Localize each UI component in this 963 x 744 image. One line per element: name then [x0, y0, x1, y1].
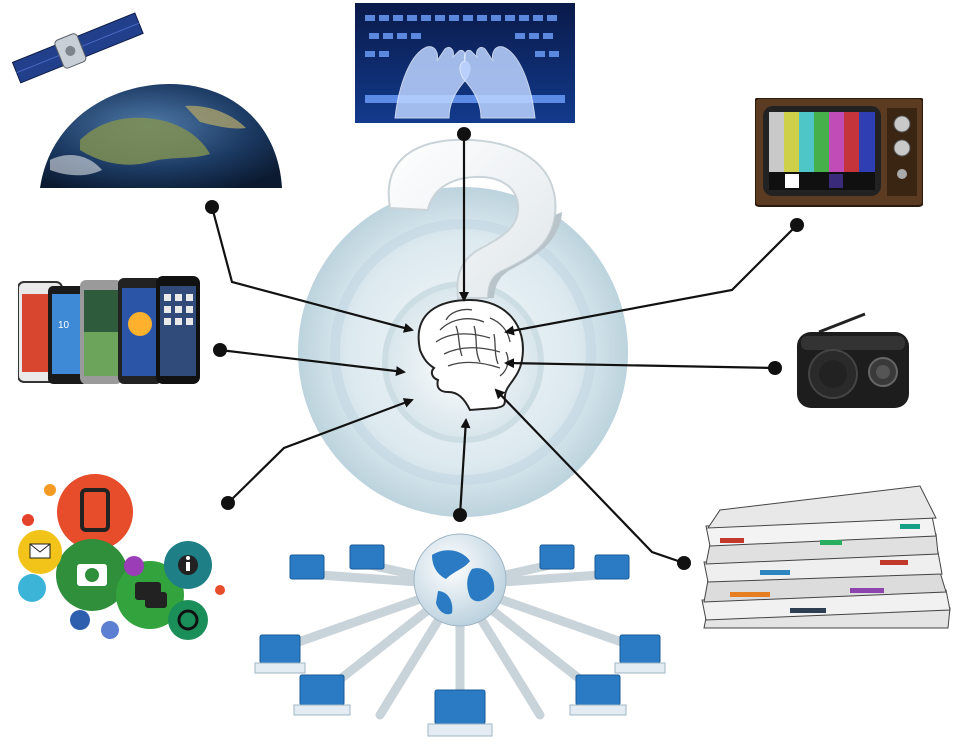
arrow-social-media — [227, 398, 414, 504]
arrow-television — [504, 224, 798, 336]
question-mark-icon — [387, 138, 562, 299]
globe-network-icon — [254, 533, 666, 737]
head-brain-icon — [417, 298, 524, 412]
arrows — [205, 127, 804, 570]
arrow-radio — [504, 358, 776, 370]
arrow-newspapers — [494, 388, 685, 565]
smartphones-icon: 10 — [18, 276, 200, 384]
arrow-smartphones — [219, 348, 406, 377]
arrow-satellite — [210, 206, 414, 333]
television-icon — [755, 98, 923, 207]
satellite-earth-icon — [11, 12, 282, 188]
radio-icon — [797, 312, 909, 408]
social-media-apps-icon — [18, 474, 225, 640]
keyboard-typing-icon — [355, 3, 575, 123]
newspaper-stack-icon — [701, 485, 951, 629]
arrow-network — [458, 418, 471, 516]
svg-text:10: 10 — [58, 320, 70, 331]
